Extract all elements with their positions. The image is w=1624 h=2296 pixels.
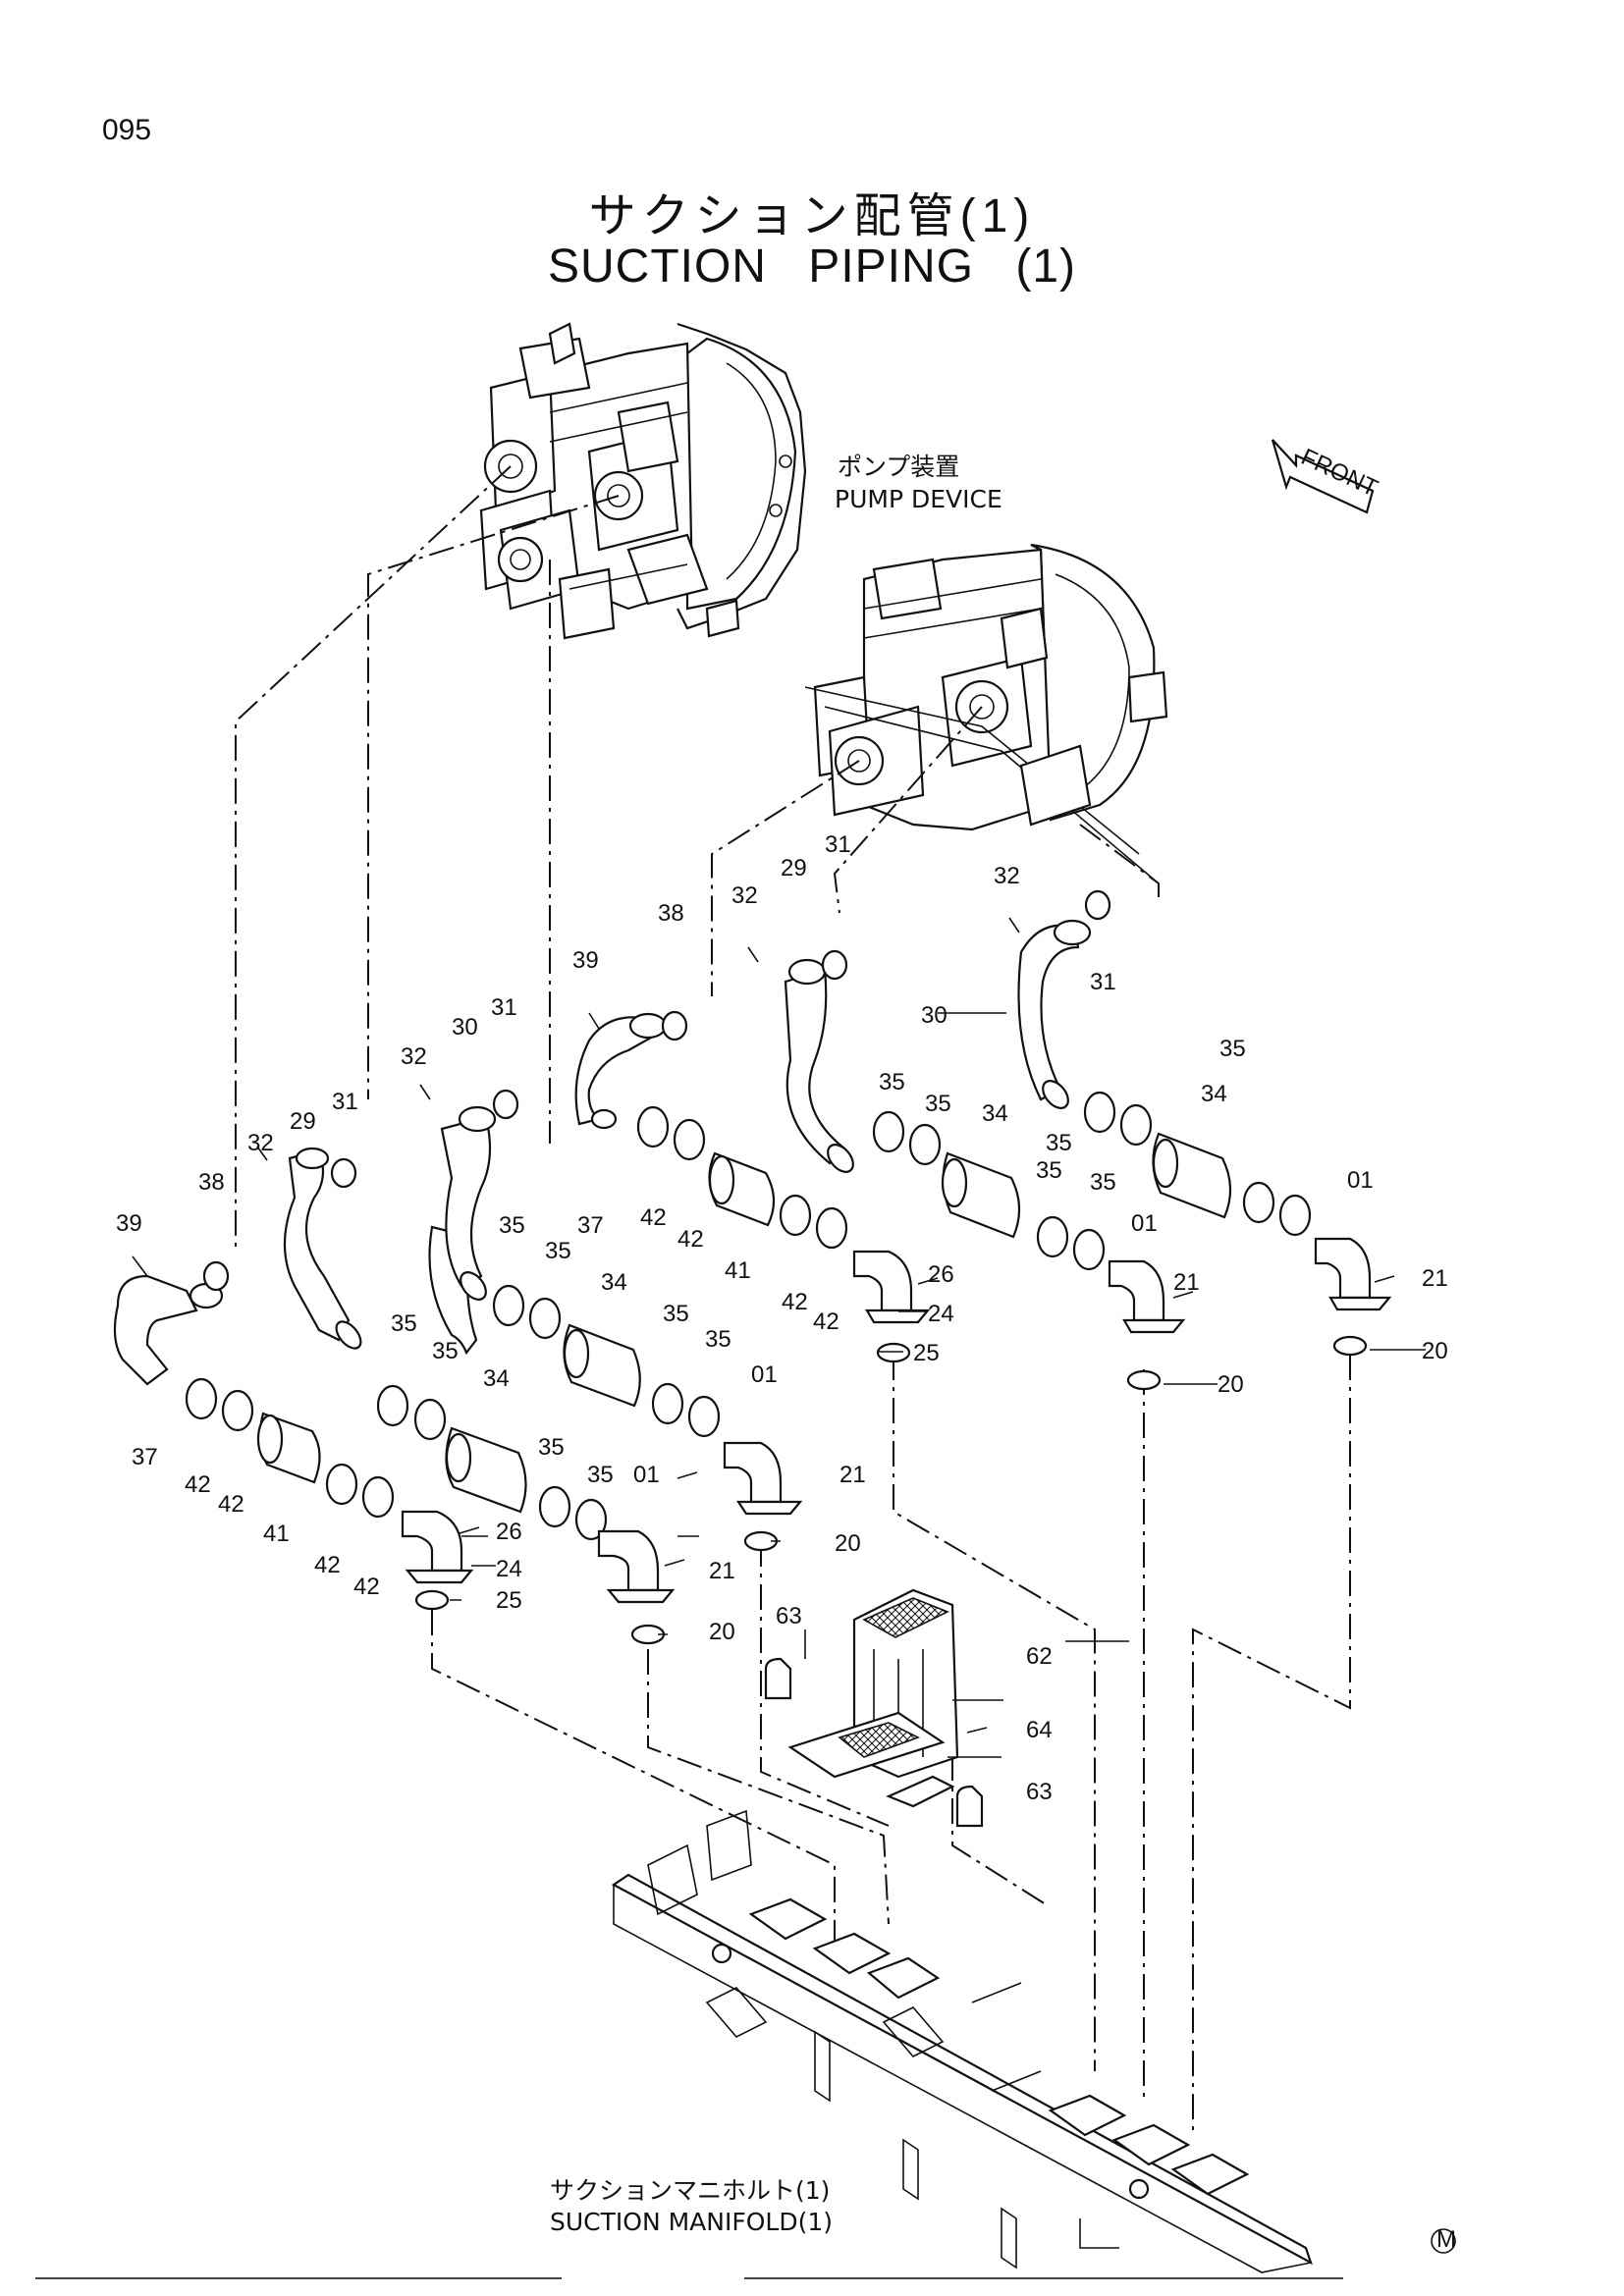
part-label: 01 <box>1131 1210 1158 1237</box>
part-label: 20 <box>709 1619 735 1645</box>
part-label: 42 <box>185 1471 211 1498</box>
part-label: 42 <box>353 1574 380 1600</box>
pipe-chain-left <box>113 919 1092 1386</box>
part-label: 30 <box>921 1002 947 1029</box>
part-label: 34 <box>1201 1081 1227 1107</box>
m-mark: M <box>1431 2226 1456 2254</box>
part-label: 35 <box>499 1212 525 1239</box>
bolts <box>132 917 1395 1734</box>
pump-device-caption: PUMP DEVICE <box>835 485 1002 513</box>
part-label: 01 <box>751 1362 778 1388</box>
part-label: 35 <box>879 1069 905 1095</box>
part-label: 63 <box>776 1603 802 1629</box>
part-label: 34 <box>483 1365 510 1392</box>
part-label: 35 <box>705 1326 731 1353</box>
part-label: 38 <box>658 900 684 927</box>
pump-device-upper <box>479 322 807 640</box>
part-label: 32 <box>994 863 1020 889</box>
part-label: 01 <box>633 1462 660 1488</box>
footer-rule-right <box>744 2277 1343 2279</box>
part-label: 24 <box>496 1556 522 1582</box>
part-label: 38 <box>198 1169 225 1196</box>
page-title: SUCTION PIPING (1) <box>547 240 1077 293</box>
part-label: 37 <box>577 1212 604 1239</box>
part-label: 31 <box>491 994 517 1021</box>
part-label: 41 <box>725 1257 751 1284</box>
part-label: 20 <box>1422 1338 1448 1364</box>
part-label: 41 <box>263 1521 290 1547</box>
m-mark-label: M <box>1436 2226 1456 2253</box>
part-label: 26 <box>928 1261 954 1288</box>
part-label: 31 <box>825 831 851 858</box>
centerlines <box>235 465 1351 2130</box>
part-label: 35 <box>432 1338 459 1364</box>
part-label: 35 <box>925 1091 951 1117</box>
part-label: 39 <box>572 947 599 974</box>
part-label: 24 <box>928 1301 954 1327</box>
part-label: 30 <box>452 1014 478 1041</box>
part-label: 37 <box>132 1444 158 1470</box>
o-rings <box>202 889 1368 1645</box>
part-label: 39 <box>116 1210 142 1237</box>
part-label: 31 <box>1090 969 1116 995</box>
part-label: 42 <box>314 1552 341 1578</box>
front-arrow: FRONT <box>1271 439 1382 514</box>
part-label: 35 <box>391 1310 417 1337</box>
part-label: 42 <box>782 1289 808 1315</box>
part-label: 42 <box>813 1308 839 1335</box>
part-label: 20 <box>1218 1371 1244 1398</box>
part-label: 35 <box>538 1434 565 1461</box>
suction-manifold-caption: SUCTION MANIFOLD(1) <box>550 2208 833 2236</box>
part-label: 35 <box>1036 1157 1062 1184</box>
part-label: 35 <box>1090 1169 1116 1196</box>
pump-device-lower <box>804 543 1168 884</box>
part-label: 35 <box>1046 1130 1072 1156</box>
part-labels: 31 32 29 38 31 32 30 31 39 38 32 30 29 3… <box>116 831 1448 1805</box>
part-label: 26 <box>496 1519 522 1545</box>
part-label: 34 <box>601 1269 627 1296</box>
part-label: 63 <box>1026 1779 1053 1805</box>
suction-manifold <box>611 1809 1313 2273</box>
page-title-japanese: サクション配管(1) <box>588 190 1036 242</box>
elbow-fittings <box>401 1237 1392 1604</box>
pump-device-caption-japanese: ポンプ装置 <box>838 453 959 481</box>
part-label: 29 <box>290 1108 316 1135</box>
part-label: 62 <box>1026 1643 1053 1670</box>
part-label: 25 <box>913 1340 940 1366</box>
part-label: 21 <box>1422 1265 1448 1292</box>
part-label: 35 <box>663 1301 689 1327</box>
part-label: 35 <box>545 1238 571 1264</box>
part-label: 25 <box>496 1587 522 1614</box>
footer-rule-left <box>35 2277 562 2279</box>
part-label: 21 <box>839 1462 866 1488</box>
part-label: 20 <box>835 1530 861 1557</box>
part-label: 31 <box>332 1089 358 1115</box>
part-label: 21 <box>1173 1269 1200 1296</box>
part-label: 34 <box>982 1100 1008 1127</box>
part-label: 42 <box>218 1491 244 1518</box>
part-label: 35 <box>1219 1036 1246 1062</box>
part-label: 35 <box>587 1462 614 1488</box>
part-label: 29 <box>781 855 807 881</box>
part-label: 64 <box>1026 1717 1053 1743</box>
part-label: 32 <box>401 1043 427 1070</box>
suction-manifold-caption-japanese: サクションマニホルト(1) <box>550 2176 830 2205</box>
leader-lines <box>450 1012 1426 1758</box>
hose-clamps <box>185 1091 1312 1541</box>
part-label: 21 <box>709 1558 735 1584</box>
part-label: 42 <box>677 1226 704 1253</box>
part-label: 32 <box>731 882 758 909</box>
part-label: 01 <box>1347 1167 1374 1194</box>
part-label: 32 <box>247 1130 274 1156</box>
hoses <box>256 1132 1232 1514</box>
page-number: 095 <box>102 114 152 146</box>
part-label: 42 <box>640 1204 667 1231</box>
